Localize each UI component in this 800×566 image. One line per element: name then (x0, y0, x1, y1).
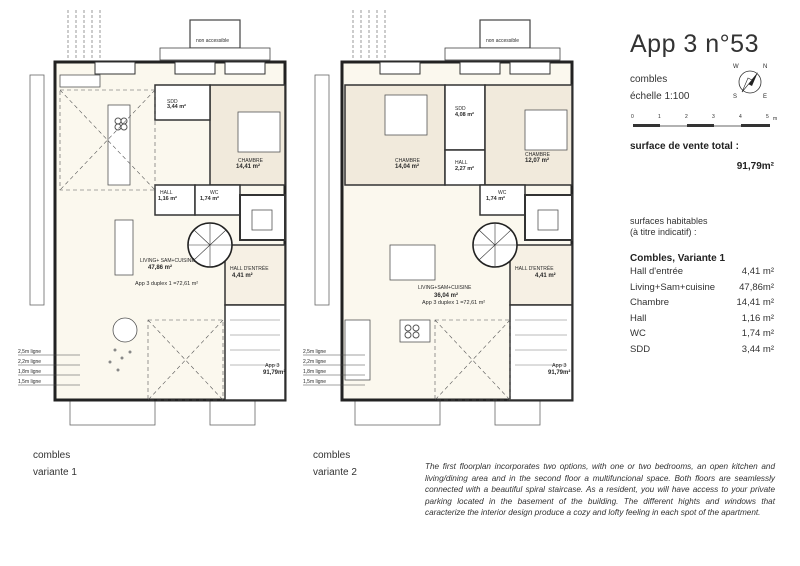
level-line-1b: 2,2m ligne (18, 359, 42, 365)
hall-area-2: 2,27 m² (455, 166, 474, 172)
level-line-2c: 1,8m ligne (303, 369, 327, 375)
living-label-1: LIVING+ SAM+CUISINE (140, 258, 195, 264)
compass-n: N (763, 64, 768, 70)
sdd-label-1: SDD (167, 99, 178, 105)
level-line-2a: 2,5m ligne (303, 349, 327, 355)
sdd-area-1: 3,44 m² (167, 104, 186, 110)
chambre-area-1: 14,41 m² (236, 164, 261, 170)
surface-vente-label: surface de vente total : (630, 141, 739, 152)
scale-tick-1: 1 (658, 114, 661, 120)
wc-area-2: 1,74 m² (486, 196, 505, 202)
compass-icon (738, 70, 762, 94)
hall-area-1: 1,16 m² (158, 196, 177, 202)
surface-vente-value: 91,79m² (736, 161, 774, 172)
wc-area-1: 1,74 m² (200, 196, 219, 202)
hall-entree-area-1: 4,41 m² (232, 273, 253, 279)
level-line-2d: 1,5m ligne (303, 379, 327, 385)
app-tag-area-2: 91,79m² (548, 370, 571, 376)
wc-label-1: WC (210, 190, 219, 196)
non-accessible-label-2: non accessible (486, 38, 520, 44)
scale-tick-4: 4 (739, 114, 742, 120)
app-tag-area-1: 91,79m² (263, 370, 286, 376)
chambre-label-1: CHAMBRE (238, 158, 264, 164)
level-line-1a: 2,5m ligne (18, 349, 42, 355)
level-line-2b: 2,2m ligne (303, 359, 327, 365)
floorplan-variante-2 (303, 10, 574, 426)
duplex-label-1: App 3 duplex 1 =72,61 m² (135, 281, 199, 287)
scale-tick-2: 2 (685, 114, 688, 120)
non-accessible-label-1: non accessible (196, 38, 230, 44)
chambre-a-area-2: 14,04 m² (395, 164, 420, 170)
hall-label-1: HALL (160, 190, 173, 196)
surfaces-habitables-line1: surfaces habitables (630, 216, 708, 226)
caption-combles-1: combles (33, 450, 71, 461)
caption-variante-2: variante 2 (313, 467, 357, 478)
scale-tick-3: 3 (712, 114, 715, 120)
scale-tick-0: 0 (631, 114, 634, 120)
compass-w: W (733, 64, 739, 70)
duplex-label-2: App 3 duplex 1 =72,61 m² (422, 300, 486, 306)
living-area-1: 47,86 m² (148, 265, 173, 271)
caption-combles-2: combles (313, 450, 351, 461)
compass-s: S (733, 94, 738, 100)
scale-bar (633, 124, 770, 127)
floorplan-variante-1 (18, 10, 287, 426)
hall-entree-label-2: HALL D'ENTRÉE (515, 266, 554, 272)
scale-label: échelle 1:100 (630, 91, 690, 102)
hall-label-2: HALL (455, 160, 468, 166)
floor-label: combles (630, 74, 668, 85)
app-tag-1: App 3 (265, 363, 280, 369)
chambre-b-label-2: CHAMBRE (525, 152, 551, 158)
sdd-label-2: SDD (455, 106, 466, 112)
level-line-1d: 1,5m ligne (18, 379, 42, 385)
page-title: App 3 n°53 (630, 30, 759, 58)
app-tag-2: App 3 (552, 363, 567, 369)
hall-entree-area-2: 4,41 m² (535, 273, 556, 279)
surfaces-habitables-line2: (à titre indicatif) : (630, 227, 697, 237)
level-line-1c: 1,8m ligne (18, 369, 42, 375)
sdd-area-2: 4,08 m² (455, 112, 474, 118)
scale-tick-5: 5 (766, 114, 769, 120)
caption-variante-1: variante 1 (33, 467, 77, 478)
description-text: The first floorplan incorporates two opt… (425, 462, 775, 517)
variant-table-heading: Combles, Variante 1 (630, 253, 726, 264)
living-label-2: LIVING+SAM+CUISINE (418, 285, 472, 291)
living-area-2: 36,04 m² (434, 293, 459, 299)
hall-entree-label-1: HALL D'ENTRÉE (230, 266, 269, 272)
compass-e: E (763, 94, 768, 100)
chambre-a-label-2: CHAMBRE (395, 158, 421, 164)
wc-label-2: WC (498, 190, 507, 196)
chambre-b-area-2: 12,07 m² (525, 158, 550, 164)
scale-unit: m (773, 116, 778, 122)
